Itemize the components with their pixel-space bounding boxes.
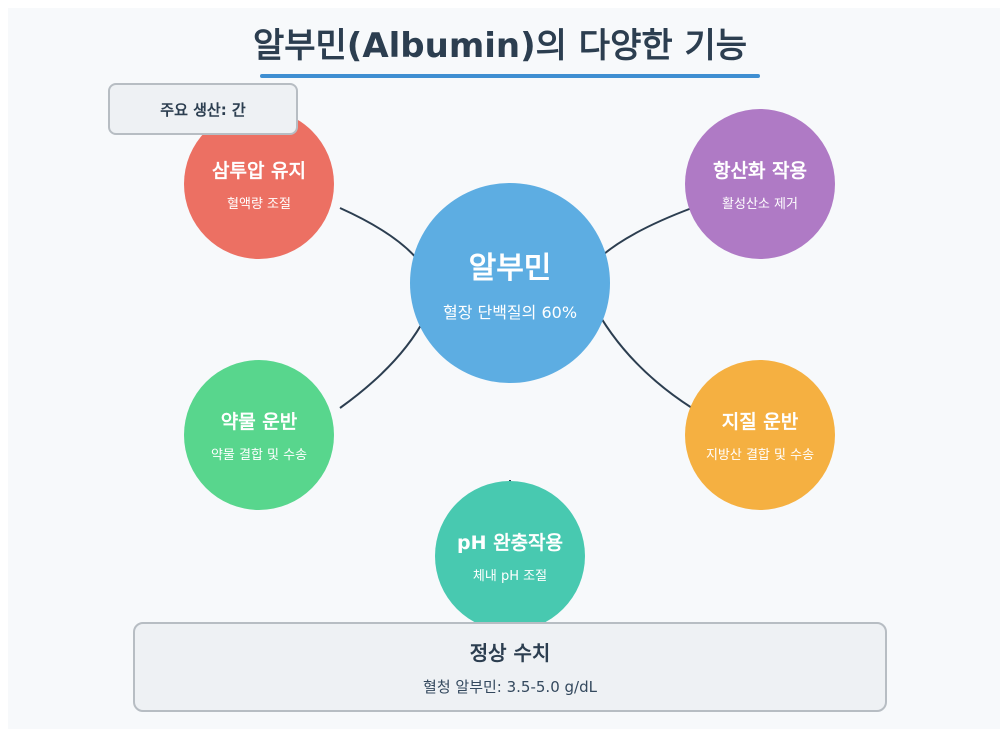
node-buffer-label: pH 완충작용 (456, 532, 564, 554)
normal-range-title: 정상 수치 (469, 641, 551, 665)
center-sub: 혈장 단백질의 60% (442, 303, 578, 322)
production-note: 주요 생산: 간 (108, 83, 298, 135)
node-drug-label: 약물 운반 (220, 411, 298, 433)
node-osmotic-sub: 혈액량 조절 (227, 197, 291, 212)
connector-osmotic (339, 207, 423, 266)
node-lipid-label: 지질 운반 (721, 411, 799, 433)
connector-antiox (591, 207, 693, 266)
center-label: 알부민 (468, 251, 552, 286)
node-drug: 약물 운반 약물 결합 및 수송 (184, 360, 334, 510)
node-osmotic-label: 삼투압 유지 (211, 160, 306, 182)
normal-range-value: 혈청 알부민: 3.5-5.0 g/dL (423, 678, 597, 696)
center-node-albumin: 알부민 혈장 단백질의 60% (410, 183, 610, 383)
connector-drug (339, 317, 426, 409)
connector-lipid (591, 301, 693, 409)
node-lipid: 지질 운반 지방산 결합 및 수송 (685, 360, 835, 510)
node-antiox-label: 항산화 작용 (712, 160, 807, 182)
node-buffer: pH 완충작용 체내 pH 조절 (435, 481, 585, 631)
node-antiox-sub: 활성산소 제거 (722, 197, 798, 212)
node-buffer-sub: 체내 pH 조절 (472, 569, 548, 584)
node-drug-sub: 약물 결합 및 수송 (210, 448, 308, 463)
title-underline (260, 74, 760, 78)
page-title: 알부민(Albumin)의 다양한 기능 (252, 26, 748, 66)
node-antiox: 항산화 작용 활성산소 제거 (685, 109, 835, 259)
node-lipid-sub: 지방산 결합 및 수송 (705, 448, 815, 463)
normal-range-box: 정상 수치 혈청 알부민: 3.5-5.0 g/dL (133, 622, 887, 712)
